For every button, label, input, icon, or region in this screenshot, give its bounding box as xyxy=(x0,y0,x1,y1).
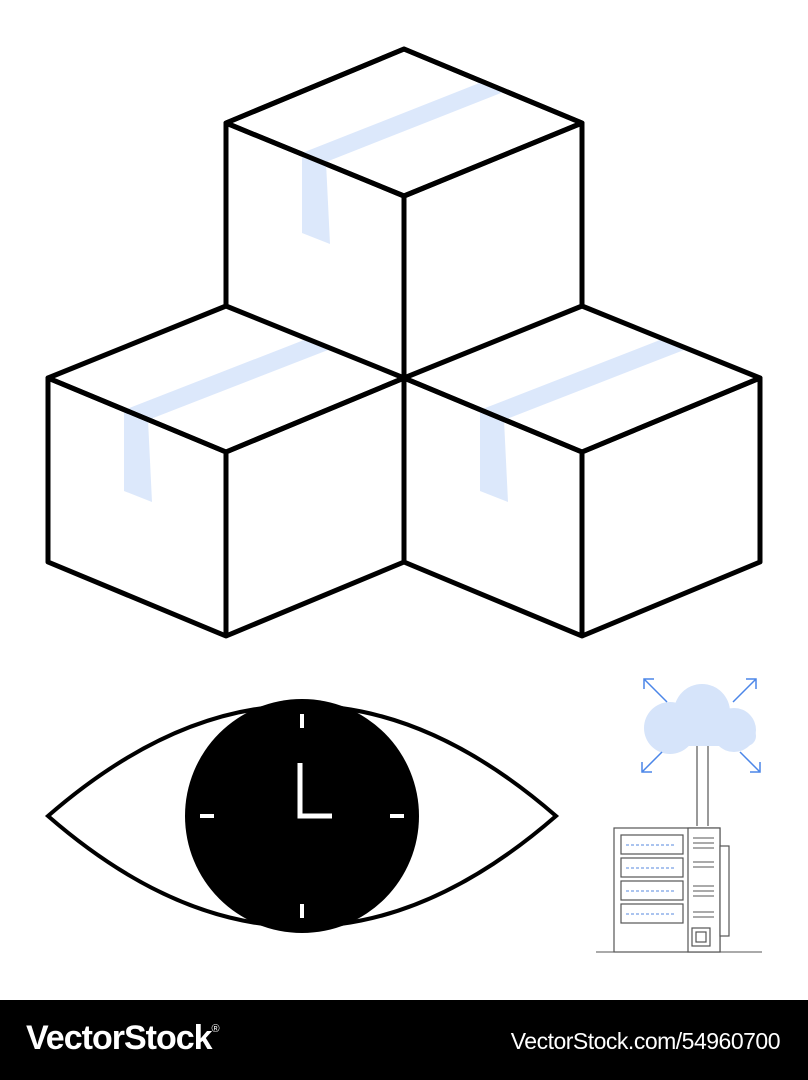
illustration xyxy=(44,46,763,953)
arrow-icon xyxy=(641,678,761,773)
box-stack xyxy=(45,46,763,639)
cardboard-box-icon xyxy=(45,303,407,639)
server-icon xyxy=(613,827,730,953)
image-id: VectorStock.com/54960700 xyxy=(510,1028,781,1054)
cloud-icon xyxy=(644,684,756,754)
cardboard-box-icon xyxy=(223,46,585,378)
eye-clock-icon xyxy=(44,699,560,933)
cloud-server-icon xyxy=(596,678,762,953)
registered-mark: ® xyxy=(211,1023,220,1035)
brand-name: VectorStock xyxy=(26,1019,213,1057)
watermark-footer: VectorStock® VectorStock.com/54960700 xyxy=(0,1000,808,1080)
cardboard-box-icon xyxy=(401,303,763,639)
brand-logo: VectorStock® xyxy=(26,1019,220,1058)
